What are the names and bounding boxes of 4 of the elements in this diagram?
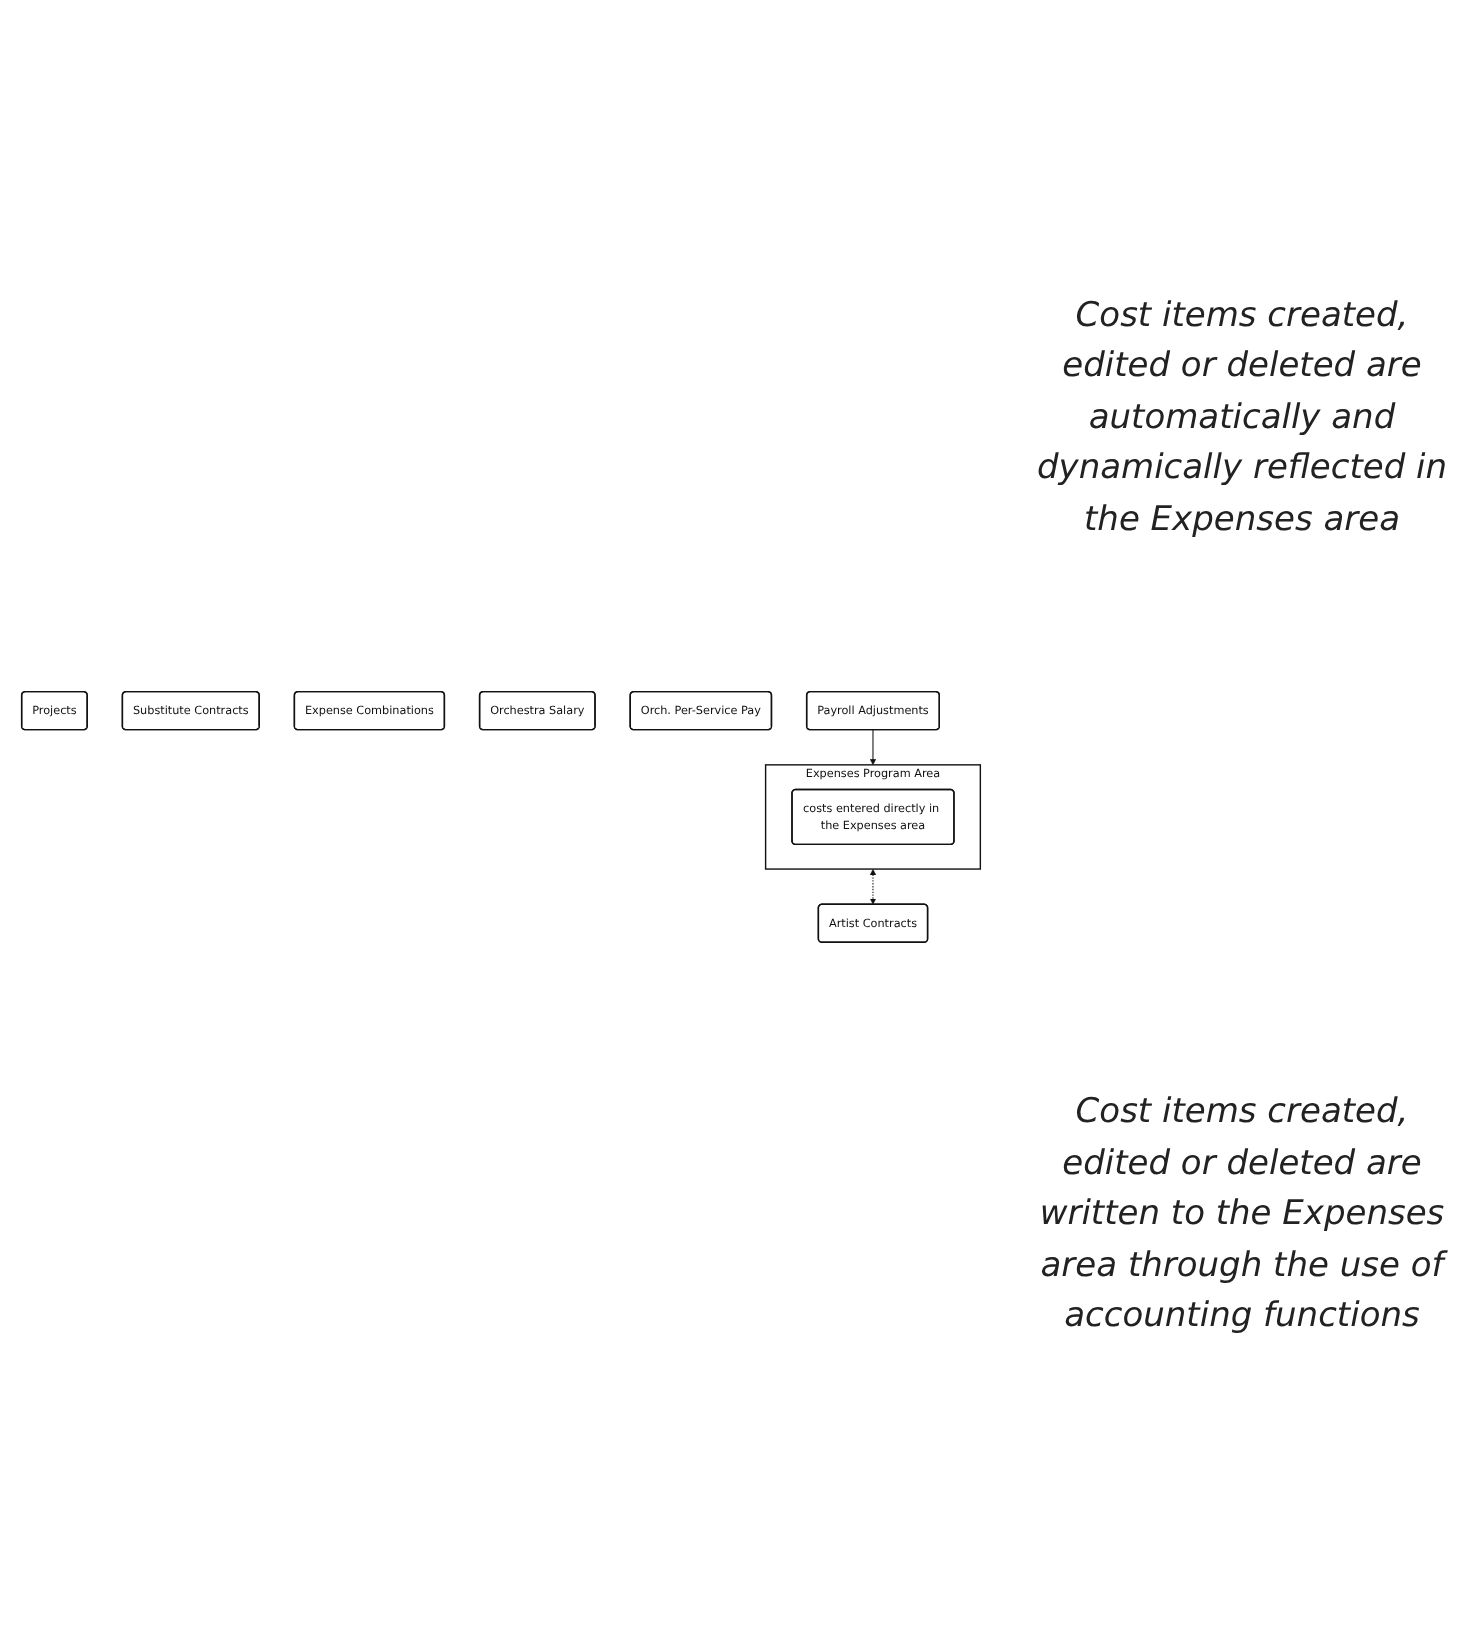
arrow — [869, 869, 877, 905]
note-text: Cost items created, edited or deleted are automatically and dynamically reflected in the Expenses area — [1034, 293, 1450, 543]
arrow — [869, 729, 877, 766]
note-text: Cost items created, edited or deleted are written to the Expenses area through the use of accounting functions — [1037, 1090, 1450, 1340]
